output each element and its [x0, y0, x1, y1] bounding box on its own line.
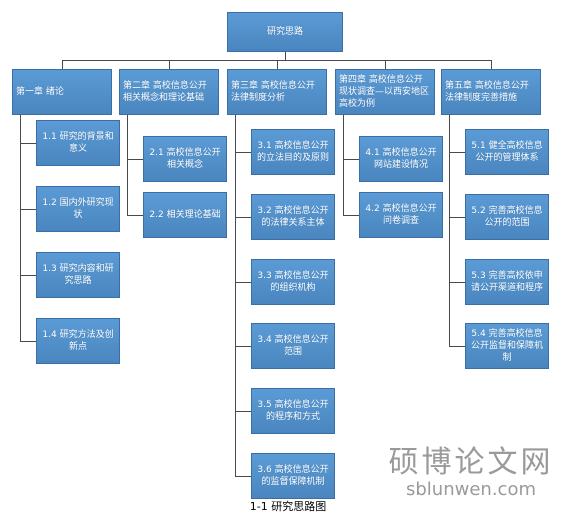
root-node: 研究思路 [227, 12, 343, 52]
section-1-2-node: 1.2 国内外研究现状 [36, 186, 120, 232]
section-1-1-node: 1.1 研究的背景和意义 [36, 120, 120, 166]
chapter-3-branch-1 [235, 152, 251, 153]
section-3-6-node: 3.6 高校信息公开的监督保障机制 [251, 453, 335, 499]
section-4-1-node: 4.1 高校信息公开网站建设情况 [359, 136, 443, 182]
chapter-drop-5 [491, 60, 492, 69]
section-1-4-node: 1.4 研究方法及创新点 [36, 318, 120, 364]
chapter-5-branch-4 [449, 346, 465, 347]
section-5-3-node: 5.3 完善高校依申请公开渠道和程序 [465, 259, 549, 305]
chapter-1-branch-4 [20, 341, 36, 342]
chapter-3-branch-6 [235, 476, 251, 477]
chapter-4-spine [343, 115, 344, 215]
chapter-1-node: 第一章 绪论 [12, 69, 112, 115]
chapter-5-branch-2 [449, 217, 465, 218]
section-5-2-node: 5.2 完善高校信息公开的范围 [465, 194, 549, 240]
chapter-drop-4 [385, 60, 386, 69]
watermark-url-text: sblunwen.com [406, 479, 536, 500]
section-2-1-node: 2.1 高校信息公开相关概念 [143, 136, 227, 182]
chapter-3-branch-3 [235, 282, 251, 283]
chapter-4-branch-2 [343, 215, 359, 216]
chapter-4-node: 第四章 高校信息公开现状调查—以西安地区高校为例 [335, 69, 435, 115]
chapter-4-branch-1 [343, 159, 359, 160]
chapter-1-spine [20, 115, 21, 341]
section-2-2-node: 2.2 相关理论基础 [143, 192, 227, 238]
chapter-3-spine [235, 115, 236, 476]
section-3-2-node: 3.2 高校信息公开的法律关系主体 [251, 194, 335, 240]
section-5-1-node: 5.1 健全高校信息公开的管理体系 [465, 129, 549, 175]
chapter-2-node: 第二章 高校信息公开相关概念和理论基础 [119, 69, 219, 115]
chapter-3-branch-5 [235, 411, 251, 412]
section-4-2-node: 4.2 高校信息公开问卷调查 [359, 192, 443, 238]
chapter-1-branch-2 [20, 209, 36, 210]
chapter-drop-2 [169, 60, 170, 69]
section-5-4-node: 5.4 完善高校信息公开监督和保障机制 [465, 323, 549, 369]
chapter-5-branch-1 [449, 152, 465, 153]
figure-caption: 1-1 研究思路图 [249, 500, 327, 513]
chapter-2-branch-2 [127, 215, 143, 216]
section-3-5-node: 3.5 高校信息公开的程序和方式 [251, 388, 335, 434]
section-3-3-node: 3.3 高校信息公开的组织机构 [251, 259, 335, 305]
chapter-2-branch-1 [127, 159, 143, 160]
root-connector [285, 52, 286, 60]
chapter-1-branch-3 [20, 275, 36, 276]
chapter-5-node: 第五章 高校信息公开法律制度完善措施 [441, 69, 541, 115]
chapter-3-branch-4 [235, 346, 251, 347]
chapter-drop-3 [277, 60, 278, 69]
chapter-5-branch-3 [449, 282, 465, 283]
watermark-chinese-text: 硕博论文网 [388, 445, 554, 480]
chapter-1-branch-1 [20, 143, 36, 144]
chapter-3-node: 第三章 高校信息公开法律制度分析 [227, 69, 327, 115]
chapter-2-spine [127, 115, 128, 215]
watermark: 硕博论文网 sblunwen.com [376, 446, 566, 500]
chapter-drop-1 [62, 60, 63, 69]
chapter-5-spine [449, 115, 450, 346]
section-1-3-node: 1.3 研究内容和研究思路 [36, 252, 120, 298]
section-3-4-node: 3.4 高校信息公开范围 [251, 323, 335, 369]
section-3-1-node: 3.1 高校信息公开的立法目的及原则 [251, 129, 335, 175]
chapter-3-branch-2 [235, 217, 251, 218]
